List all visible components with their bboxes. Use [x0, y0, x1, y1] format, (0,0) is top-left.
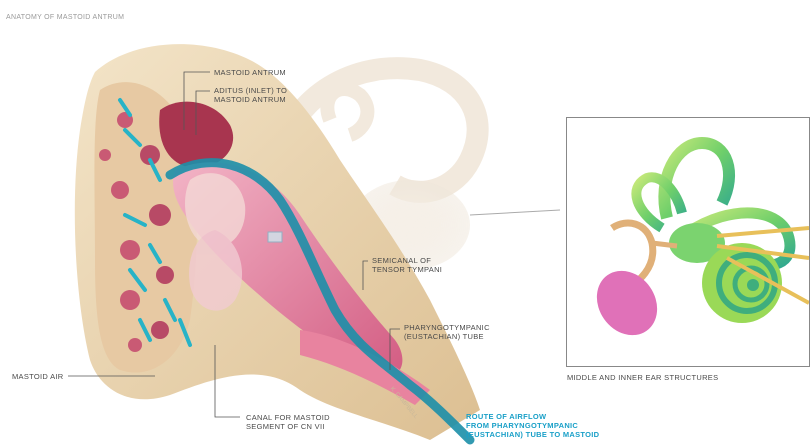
- label-aditus-line2: MASTOID ANTRUM: [214, 95, 287, 104]
- diagram-title: ANATOMY OF MASTOID ANTRUM: [6, 13, 124, 22]
- label-pharyngotympanic: PHARYNGOTYMPANIC (EUSTACHIAN) TUBE: [404, 323, 490, 341]
- label-route-line2: FROM PHARYNGOTYMPANIC: [466, 421, 599, 430]
- inset-inner-ear-panel: [566, 117, 810, 367]
- label-pharyngo-line2: (EUSTACHIAN) TUBE: [404, 332, 490, 341]
- tympanic-membrane: [585, 259, 670, 347]
- label-airflow-route: ROUTE OF AIRFLOW FROM PHARYNGOTYMPANIC (…: [466, 412, 599, 439]
- label-route-line1: ROUTE OF AIRFLOW: [466, 412, 599, 421]
- label-route-line3: (EUSTACHIAN) TUBE TO MASTOID: [466, 430, 599, 439]
- label-canal-cn7: CANAL FOR MASTOID SEGMENT OF CN VII: [246, 413, 330, 431]
- label-aditus: ADITUS (INLET) TO MASTOID ANTRUM: [214, 86, 287, 104]
- semicircular-canal-superior: [664, 143, 729, 218]
- label-aditus-line1: ADITUS (INLET) TO: [214, 86, 287, 95]
- label-canal-line1: CANAL FOR MASTOID: [246, 413, 330, 422]
- ossicle-stapes: [652, 243, 677, 246]
- label-semicanal-line1: SEMICANAL OF: [372, 256, 442, 265]
- label-pharyngo-line1: PHARYNGOTYMPANIC: [404, 323, 490, 332]
- inner-ear-illustration: [567, 118, 809, 366]
- label-semicanal: SEMICANAL OF TENSOR TYMPANI: [372, 256, 442, 274]
- label-mastoid-air: MASTOID AIR: [12, 372, 64, 381]
- label-semicanal-line2: TENSOR TYMPANI: [372, 265, 442, 274]
- inset-caption: MIDDLE AND INNER EAR STRUCTURES: [567, 373, 718, 382]
- label-canal-line2: SEGMENT OF CN VII: [246, 422, 330, 431]
- label-mastoid-antrum: MASTOID ANTRUM: [214, 68, 286, 77]
